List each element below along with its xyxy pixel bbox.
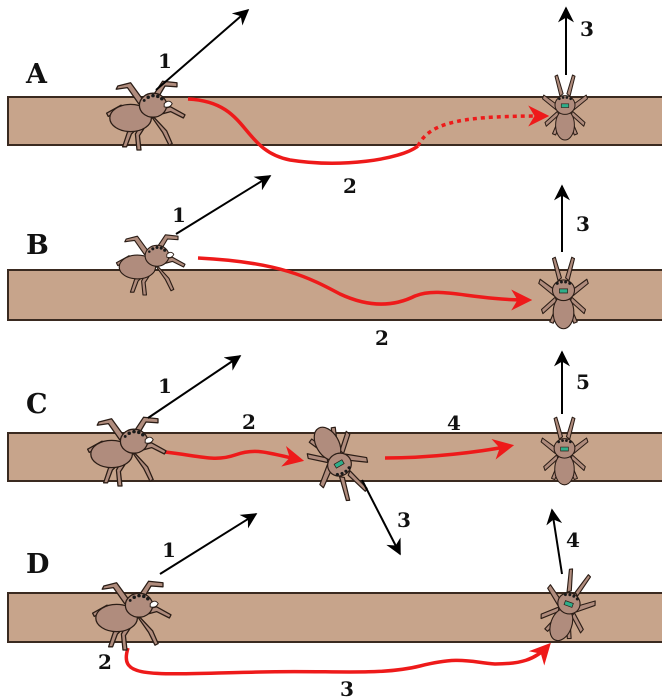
step-label: 3 [576, 212, 590, 236]
step-label: 5 [576, 370, 590, 394]
step-label: 2 [375, 326, 389, 350]
step-label: 3 [340, 677, 354, 700]
arrow-icon [176, 176, 270, 234]
panel-c: C 1 2 3 4 5 [8, 352, 662, 554]
step-label: 3 [397, 508, 411, 532]
panel-b: B 1 3 2 [8, 176, 662, 350]
panel-label: D [26, 549, 49, 580]
step-label: 4 [566, 528, 580, 552]
step-label: 1 [162, 538, 176, 562]
panel-label: A [25, 59, 48, 90]
step-label: 2 [343, 174, 357, 198]
step-label: 2 [242, 410, 256, 434]
step-label: 2 [98, 650, 112, 674]
step-label: 4 [447, 411, 461, 435]
panel-d: D 1 2 3 4 [8, 510, 662, 700]
arrow-icon [552, 510, 562, 574]
panel-label: C [26, 389, 48, 420]
detour-path [126, 646, 548, 674]
arrow-icon [362, 480, 400, 554]
step-label: 3 [580, 17, 594, 41]
step-label: 1 [158, 374, 172, 398]
panel-label: B [26, 230, 49, 261]
step-label: 1 [172, 203, 186, 227]
step-label: 1 [158, 49, 172, 73]
panel-a: A 1 3 2 [8, 8, 662, 198]
